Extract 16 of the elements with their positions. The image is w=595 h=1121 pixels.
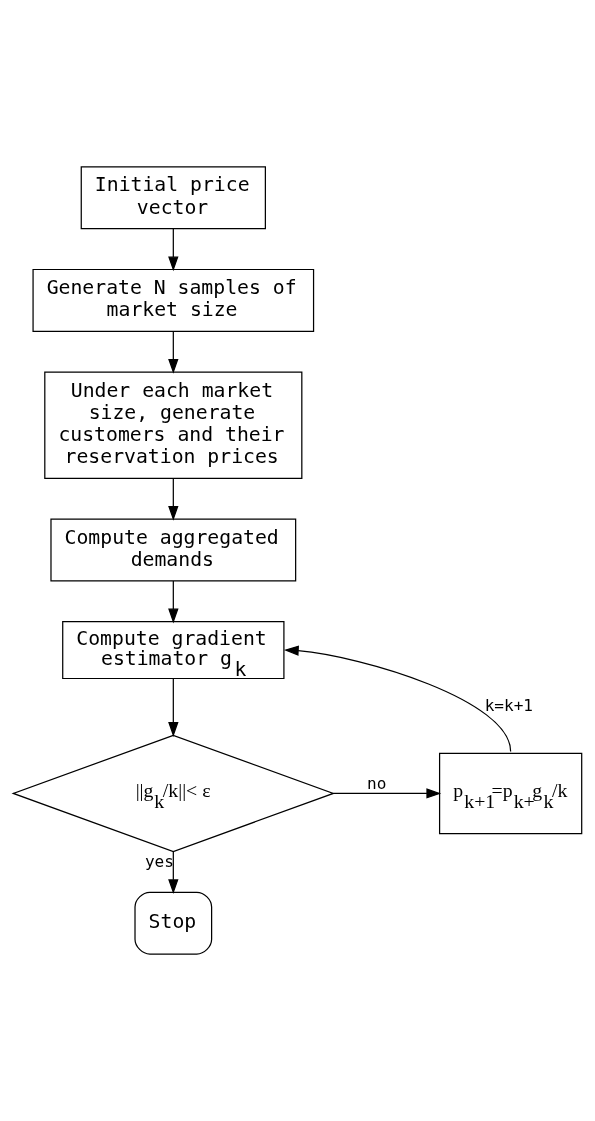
node-box: Under each market size, generate customers and their reservation prices — [44, 371, 303, 479]
node-box: Generate N samples of market size — [32, 268, 315, 332]
arrow — [168, 678, 179, 737]
arrow — [168, 478, 179, 521]
arrow — [332, 788, 442, 799]
edge-label: yes — [144, 852, 174, 872]
arrow — [168, 330, 179, 374]
arrow — [283, 645, 512, 753]
edge-label: k=k+1 — [484, 696, 534, 716]
node-box: Initial price vector — [80, 166, 266, 230]
node-box: Stop — [134, 891, 213, 955]
arrow — [168, 228, 179, 272]
node-box: Compute aggregated demands — [50, 518, 297, 582]
arrow — [168, 851, 179, 895]
edge-label: no — [366, 773, 387, 793]
arrow — [168, 580, 179, 624]
